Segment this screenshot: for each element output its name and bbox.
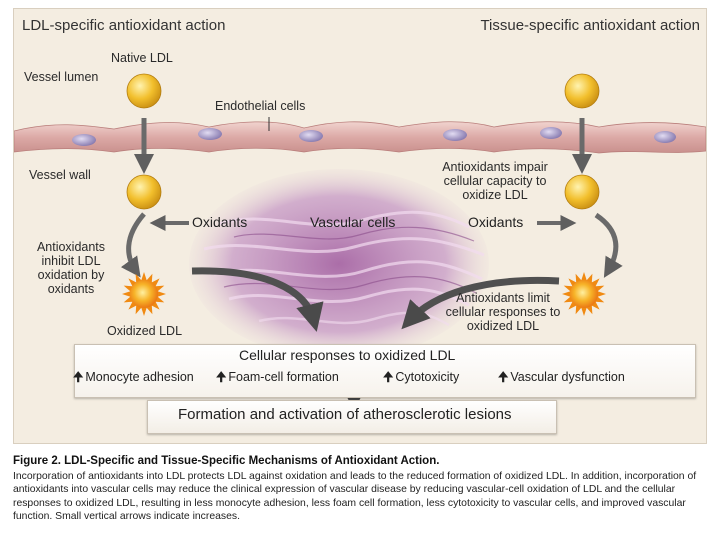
right-oxidation-arrow bbox=[594, 212, 623, 278]
figure-caption: Figure 2. LDL-Specific and Tissue-Specif… bbox=[13, 455, 707, 523]
ldl-specific-heading: LDL-specific antioxidant action bbox=[22, 17, 226, 34]
vessel-wall-label: Vessel wall bbox=[29, 168, 91, 182]
oxidized-ldl-core bbox=[130, 280, 158, 308]
increase-arrow-icon: 🠉 bbox=[498, 370, 509, 384]
lesion-outcome-text: Formation and activation of atherosclero… bbox=[178, 406, 512, 423]
cellular-responses-box: Cellular responses to oxidized LDL bbox=[74, 344, 696, 398]
lesion-outcome-box: Formation and activation of atherosclero… bbox=[147, 400, 557, 434]
native-ldl-label: Native LDL bbox=[111, 51, 173, 65]
oxidants-left-label: Oxidants bbox=[192, 214, 248, 230]
native-ldl-right-wall bbox=[564, 174, 600, 210]
diagram-graphics bbox=[14, 73, 706, 411]
left-response-arrow bbox=[191, 267, 324, 332]
response-monocyte-adhesion: 🠉Monocyte adhesion bbox=[73, 368, 194, 389]
oxidized-ldl-core bbox=[570, 280, 598, 308]
native-ldl-right-lumen bbox=[564, 73, 600, 109]
right-response-arrow bbox=[401, 276, 560, 330]
impair-label: Antioxidants impair cellular capacity to… bbox=[442, 160, 548, 202]
increase-arrow-icon: 🠉 bbox=[216, 370, 227, 384]
native-ldl-left-wall bbox=[126, 174, 162, 210]
cellular-responses-title: Cellular responses to oxidized LDL bbox=[239, 347, 456, 363]
native-ldl-left-lumen bbox=[126, 73, 162, 109]
endothelial-cells-label: Endothelial cells bbox=[215, 99, 306, 113]
vessel-lumen-label: Vessel lumen bbox=[24, 70, 99, 84]
increase-arrow-icon: 🠉 bbox=[73, 370, 84, 384]
response-foam-cell-formation: 🠉Foam-cell formation bbox=[216, 368, 339, 389]
left-oxidation-arrow bbox=[120, 212, 146, 278]
increase-arrow-icon: 🠉 bbox=[383, 370, 394, 384]
oxidized-ldl-right bbox=[562, 272, 606, 316]
vascular-cells-label: Vascular cells bbox=[310, 214, 396, 230]
limit-label: Antioxidants limit cellular responses to… bbox=[445, 291, 561, 333]
oxidants-right-label: Oxidants bbox=[468, 214, 524, 230]
response-vascular-dysfunction: 🠉Vascular dysfunction bbox=[498, 368, 625, 389]
endothelium-layer bbox=[14, 121, 706, 154]
oxidized-ldl-left bbox=[122, 272, 166, 316]
response-cytotoxicity: 🠉Cytotoxicity bbox=[383, 368, 459, 389]
inhibit-label: Antioxidants inhibit LDL oxidation by ox… bbox=[36, 240, 106, 296]
oxidized-ldl-label: Oxidized LDL bbox=[107, 324, 183, 338]
caption-title: Figure 2. LDL-Specific and Tissue-Specif… bbox=[13, 455, 440, 467]
diagram-panel: LDL-specific antioxidant action Tissue-s… bbox=[13, 8, 707, 444]
tissue-specific-heading: Tissue-specific antioxidant action bbox=[480, 17, 700, 34]
caption-body: Incorporation of antioxidants into LDL p… bbox=[13, 471, 697, 522]
